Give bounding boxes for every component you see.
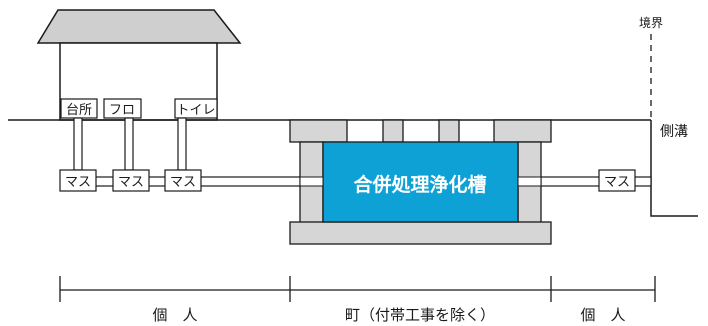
room-label-toilet: トイレ	[176, 103, 215, 118]
masu-label-2: マス	[118, 175, 144, 190]
pipe-toilet	[177, 117, 187, 171]
masu-label-3: マス	[170, 175, 196, 190]
section-label-middle: 町（付帯工事を除く）	[345, 306, 495, 324]
tank-outlet	[517, 176, 542, 187]
section-label-left: 個 人	[152, 306, 197, 324]
tank-top-slab-right	[493, 119, 552, 143]
room-box-toilet	[174, 98, 218, 119]
tank-inlet	[299, 176, 324, 187]
room-label-kitchen: 台所	[66, 103, 92, 118]
boundary-label: 境界	[639, 15, 663, 30]
side-ditch	[650, 120, 698, 217]
room-box-bath	[103, 98, 142, 119]
tank-label: 合併処理浄化槽	[353, 173, 486, 196]
side-ditch-label: 側溝	[660, 124, 688, 140]
tank-manhole-2	[438, 119, 460, 143]
pipe-kitchen	[73, 117, 83, 171]
masu-label-4: マス	[604, 175, 630, 190]
masu-box-1	[59, 169, 97, 192]
masu-box-3	[164, 169, 202, 192]
pipe-bath	[124, 117, 134, 171]
section-label-right: 個 人	[580, 306, 625, 324]
masu-box-2	[112, 169, 150, 192]
tank-manhole-1	[382, 119, 404, 143]
masu-box-4	[598, 169, 636, 192]
tank-top-slab-left	[289, 119, 348, 143]
masu-label-1: マス	[65, 175, 91, 190]
room-label-bath: フロ	[109, 103, 135, 118]
house-roof	[36, 9, 242, 44]
tank-base-slab	[289, 221, 552, 245]
